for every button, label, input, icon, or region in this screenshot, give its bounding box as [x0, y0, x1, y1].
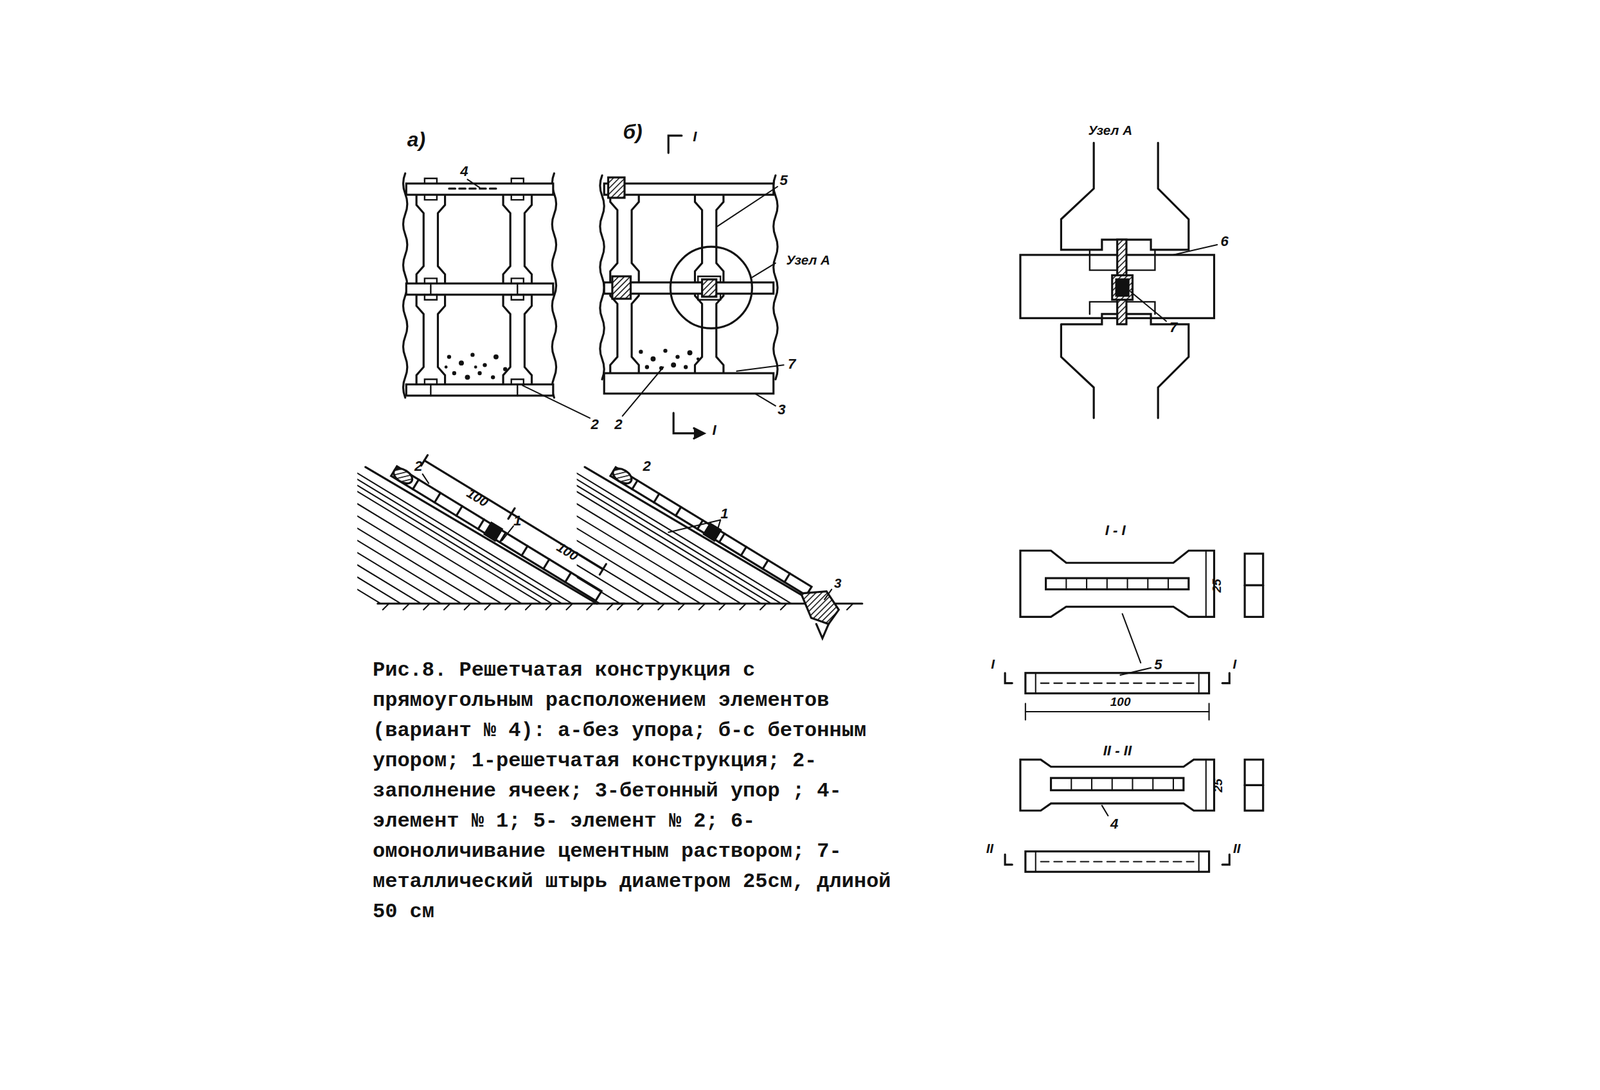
callout-label: 100 [554, 540, 581, 564]
callout-label: 2 [643, 459, 651, 474]
callout-label: 2 [614, 417, 623, 432]
callout-label: II [986, 842, 994, 856]
callout-label: I [990, 657, 995, 671]
callout-label: Узел А [785, 253, 831, 268]
figure-caption: Рис.8. Решетчатая конструкция с прямоуго… [372, 655, 900, 928]
callout-label: I [692, 129, 697, 144]
callout-label: 25 [1212, 778, 1225, 793]
callout-label: 100 [1110, 695, 1131, 709]
callout-label: 2 [591, 417, 599, 432]
callout-label: 3 [777, 402, 786, 418]
callout-label: 2 [414, 459, 423, 474]
callout-label: I [712, 423, 717, 438]
callout-label: 7 [787, 357, 796, 372]
callout-label: 6 [1220, 234, 1228, 249]
callout-label: а) [407, 129, 426, 151]
callout-label: 5 [1154, 657, 1162, 673]
callout-label: I [1233, 657, 1237, 671]
callout-label: 5 [779, 173, 788, 188]
callout-label: 1 [720, 506, 729, 522]
callout-label: 100 [464, 486, 491, 510]
callout-label: 4 [460, 164, 468, 179]
callout-label: б) [622, 122, 642, 144]
callout-label: II - II [1103, 744, 1132, 759]
callout-label: 4 [1110, 817, 1119, 832]
callout-label: II [1233, 842, 1241, 856]
callout-label: Узел А [1087, 124, 1133, 138]
callout-label: 7 [1169, 320, 1178, 335]
callout-label: 1 [513, 514, 522, 529]
callout-label: 25 [1211, 578, 1224, 593]
callout-label: 3 [834, 577, 842, 591]
callout-label: I - I [1105, 523, 1126, 538]
